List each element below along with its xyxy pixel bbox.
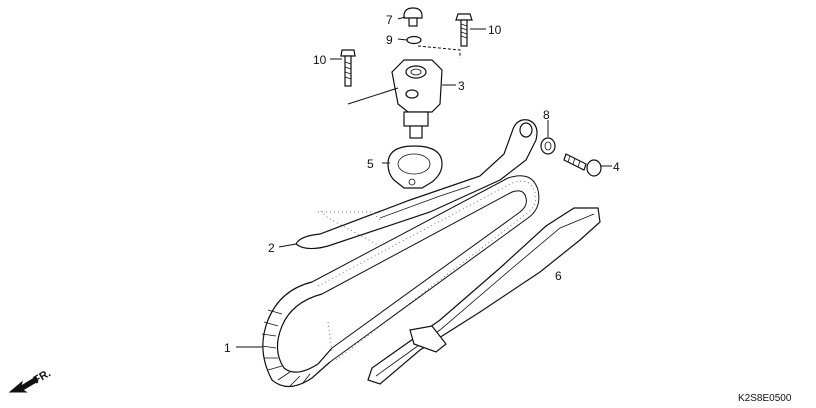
- part-5-gasket: [387, 145, 443, 189]
- part-8-washer: [540, 137, 556, 155]
- part-2-tensioner-slider: [295, 119, 538, 250]
- part-3-tensioner: [391, 59, 443, 139]
- assembly-dashed-line: [417, 45, 461, 58]
- callout-8: 8: [543, 108, 550, 122]
- part-10-bolt-left: [340, 49, 356, 87]
- callout-6: 6: [555, 269, 562, 283]
- leader-lines: [236, 16, 612, 348]
- part-9-washer: [406, 35, 422, 45]
- part-6-chain-guide: [367, 207, 601, 385]
- diagram-code: K2S8E0500: [738, 393, 792, 404]
- front-direction-arrow-icon: [8, 376, 39, 393]
- part-4-pivot-bolt: [563, 153, 602, 177]
- callout-5: 5: [367, 157, 374, 171]
- part-1-cam-chain: [261, 175, 540, 388]
- front-direction-label: FR.: [32, 367, 53, 386]
- callout-10-left: 10: [313, 53, 327, 67]
- callout-7: 7: [386, 13, 393, 27]
- callout-3: 3: [458, 79, 465, 93]
- callout-1: 1: [224, 341, 231, 355]
- part-10-bolt-right: [455, 13, 473, 47]
- callout-4: 4: [613, 160, 620, 174]
- callout-10-right: 10: [488, 23, 502, 37]
- callout-9: 9: [386, 33, 393, 47]
- callout-2: 2: [268, 241, 275, 255]
- part-7-bolt: [403, 7, 423, 27]
